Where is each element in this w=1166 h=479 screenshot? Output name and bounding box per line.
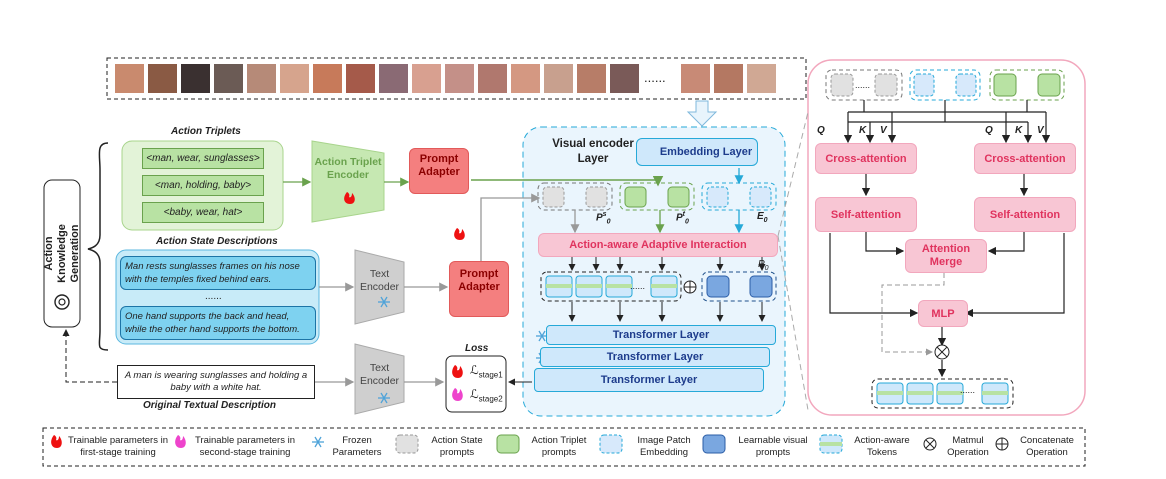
transformer-layer: Transformer Layer <box>540 347 770 367</box>
q-label: Q <box>985 125 993 136</box>
frame-thumbnail <box>346 64 375 93</box>
image-strip-frame <box>106 57 807 100</box>
frame-thumbnail <box>610 64 639 93</box>
loss-stage1: ℒstage1 <box>470 363 503 380</box>
cross-attention: Cross-attention <box>974 143 1076 174</box>
self-attention: Self-attention <box>974 197 1076 232</box>
p0-label: P0 <box>758 259 769 272</box>
frame-thumbnail <box>681 64 710 93</box>
mlp-block: MLP <box>918 300 968 327</box>
triplets-title: Action Triplets <box>171 126 241 137</box>
action-tokens <box>545 275 678 298</box>
text-encoder-2-shape <box>354 343 405 415</box>
k-label: K <box>1015 125 1023 136</box>
frame-thumbnail <box>247 64 276 93</box>
knowledge-generation-label: Action Knowledge Generation <box>42 224 81 283</box>
frame-thumbnail <box>511 64 540 93</box>
zoom-line-top <box>777 111 809 237</box>
frame-thumbnail <box>544 64 573 93</box>
legend-state-prompts: Action State prompts <box>431 435 483 458</box>
right-panel-container <box>807 59 1086 416</box>
embedding-layer: Embedding Layer <box>636 138 758 166</box>
triplet-item: <man, wear, sunglasses> <box>142 148 264 169</box>
visual-encoder-title: Visual encoder Layer <box>552 138 634 165</box>
v-label: V <box>1037 125 1044 136</box>
state-description: Man rests sunglasses frames on his nose … <box>120 256 316 290</box>
q-label: Q <box>817 125 825 136</box>
frame-thumbnail <box>577 64 606 93</box>
state-ellipsis: ...... <box>205 291 222 302</box>
frame-thumbnail <box>714 64 743 93</box>
state-title: Action State Descriptions <box>156 236 278 247</box>
k-label: K <box>859 125 867 136</box>
brace <box>87 142 109 351</box>
pt-label: Pt0 <box>676 211 689 226</box>
original-text-box: A man is wearing sunglasses and holding … <box>117 365 315 399</box>
triplet-item: <man, holding, baby> <box>142 175 264 196</box>
action-aware-interaction: Action-aware Adaptive Interaction <box>538 233 778 257</box>
self-attention: Self-attention <box>815 197 917 232</box>
legend-concatenate: Concatenate Operation <box>1020 435 1074 458</box>
attention-merge: Attention Merge <box>905 239 987 273</box>
legend-second-stage: Trainable parameters in second-stage tra… <box>195 435 295 458</box>
legend-action-tokens: Action-aware Tokens <box>854 435 910 458</box>
token-ellipsis: ...... <box>630 281 646 291</box>
legend-frozen: Frozen Parameters <box>332 435 382 458</box>
prompt-adapter-2: Prompt Adapter <box>449 261 509 317</box>
prompt-adapter-1: Prompt Adapter <box>409 148 469 194</box>
prompt-group-triplet <box>619 182 695 211</box>
transformer-layer: Transformer Layer <box>534 368 764 392</box>
knowledge-box <box>43 179 81 328</box>
frame-thumbnail <box>313 64 342 93</box>
knowledge-generation-box: Action Knowledge Generation <box>42 180 81 327</box>
transformer-layer: Transformer Layer <box>546 325 776 345</box>
original-text-title: Original Textual Description <box>143 400 276 411</box>
legend-first-stage: Trainable parameters in first-stage trai… <box>68 435 168 458</box>
frame-thumbnail <box>148 64 177 93</box>
v-label: V <box>880 125 887 136</box>
legend-matmul: Matmul Operation <box>947 435 989 458</box>
frame-thumbnail <box>379 64 408 93</box>
loss-stage2: ℒstage2 <box>470 387 503 404</box>
legend-visual-prompts: Learnable visual prompts <box>738 435 808 458</box>
triplet-encoder-shape <box>311 140 385 223</box>
output-ellipsis: ...... <box>960 385 976 395</box>
frames-ellipsis: ...... <box>644 70 666 85</box>
frame-thumbnail <box>445 64 474 93</box>
frame-thumbnail <box>115 64 144 93</box>
e0-label: E0 <box>757 211 768 224</box>
frame-thumbnail <box>412 64 441 93</box>
llm-logo-icon <box>54 294 70 310</box>
text-encoder-1-shape <box>354 249 405 325</box>
frames-down-arrow <box>686 100 718 127</box>
triplet-encoder-label: Action Triplet Encoder <box>314 156 382 181</box>
frame-thumbnail <box>280 64 309 93</box>
frame-thumbnail <box>214 64 243 93</box>
legend-frame <box>42 427 1086 467</box>
frame-thumbnail <box>747 64 776 93</box>
learnable-prompt-group <box>701 271 777 302</box>
ps-label: Ps0 <box>596 211 611 226</box>
legend-patch-embedding: Image Patch Embedding <box>637 435 691 458</box>
kv-ellipsis: ...... <box>855 80 871 90</box>
loss-title: Loss <box>465 343 489 354</box>
triplet-item: <baby, wear, hat> <box>142 202 264 223</box>
legend-triplet-prompts: Action Triplet prompts <box>531 435 587 458</box>
state-description: One hand supports the back and head, whi… <box>120 306 316 340</box>
action-token-group <box>540 271 682 302</box>
text-encoder-label: Text Encoder <box>359 268 400 293</box>
frame-thumbnail <box>181 64 210 93</box>
text-encoder-label: Text Encoder <box>359 362 400 387</box>
frame-thumbnail <box>478 64 507 93</box>
cross-attention: Cross-attention <box>815 143 917 174</box>
